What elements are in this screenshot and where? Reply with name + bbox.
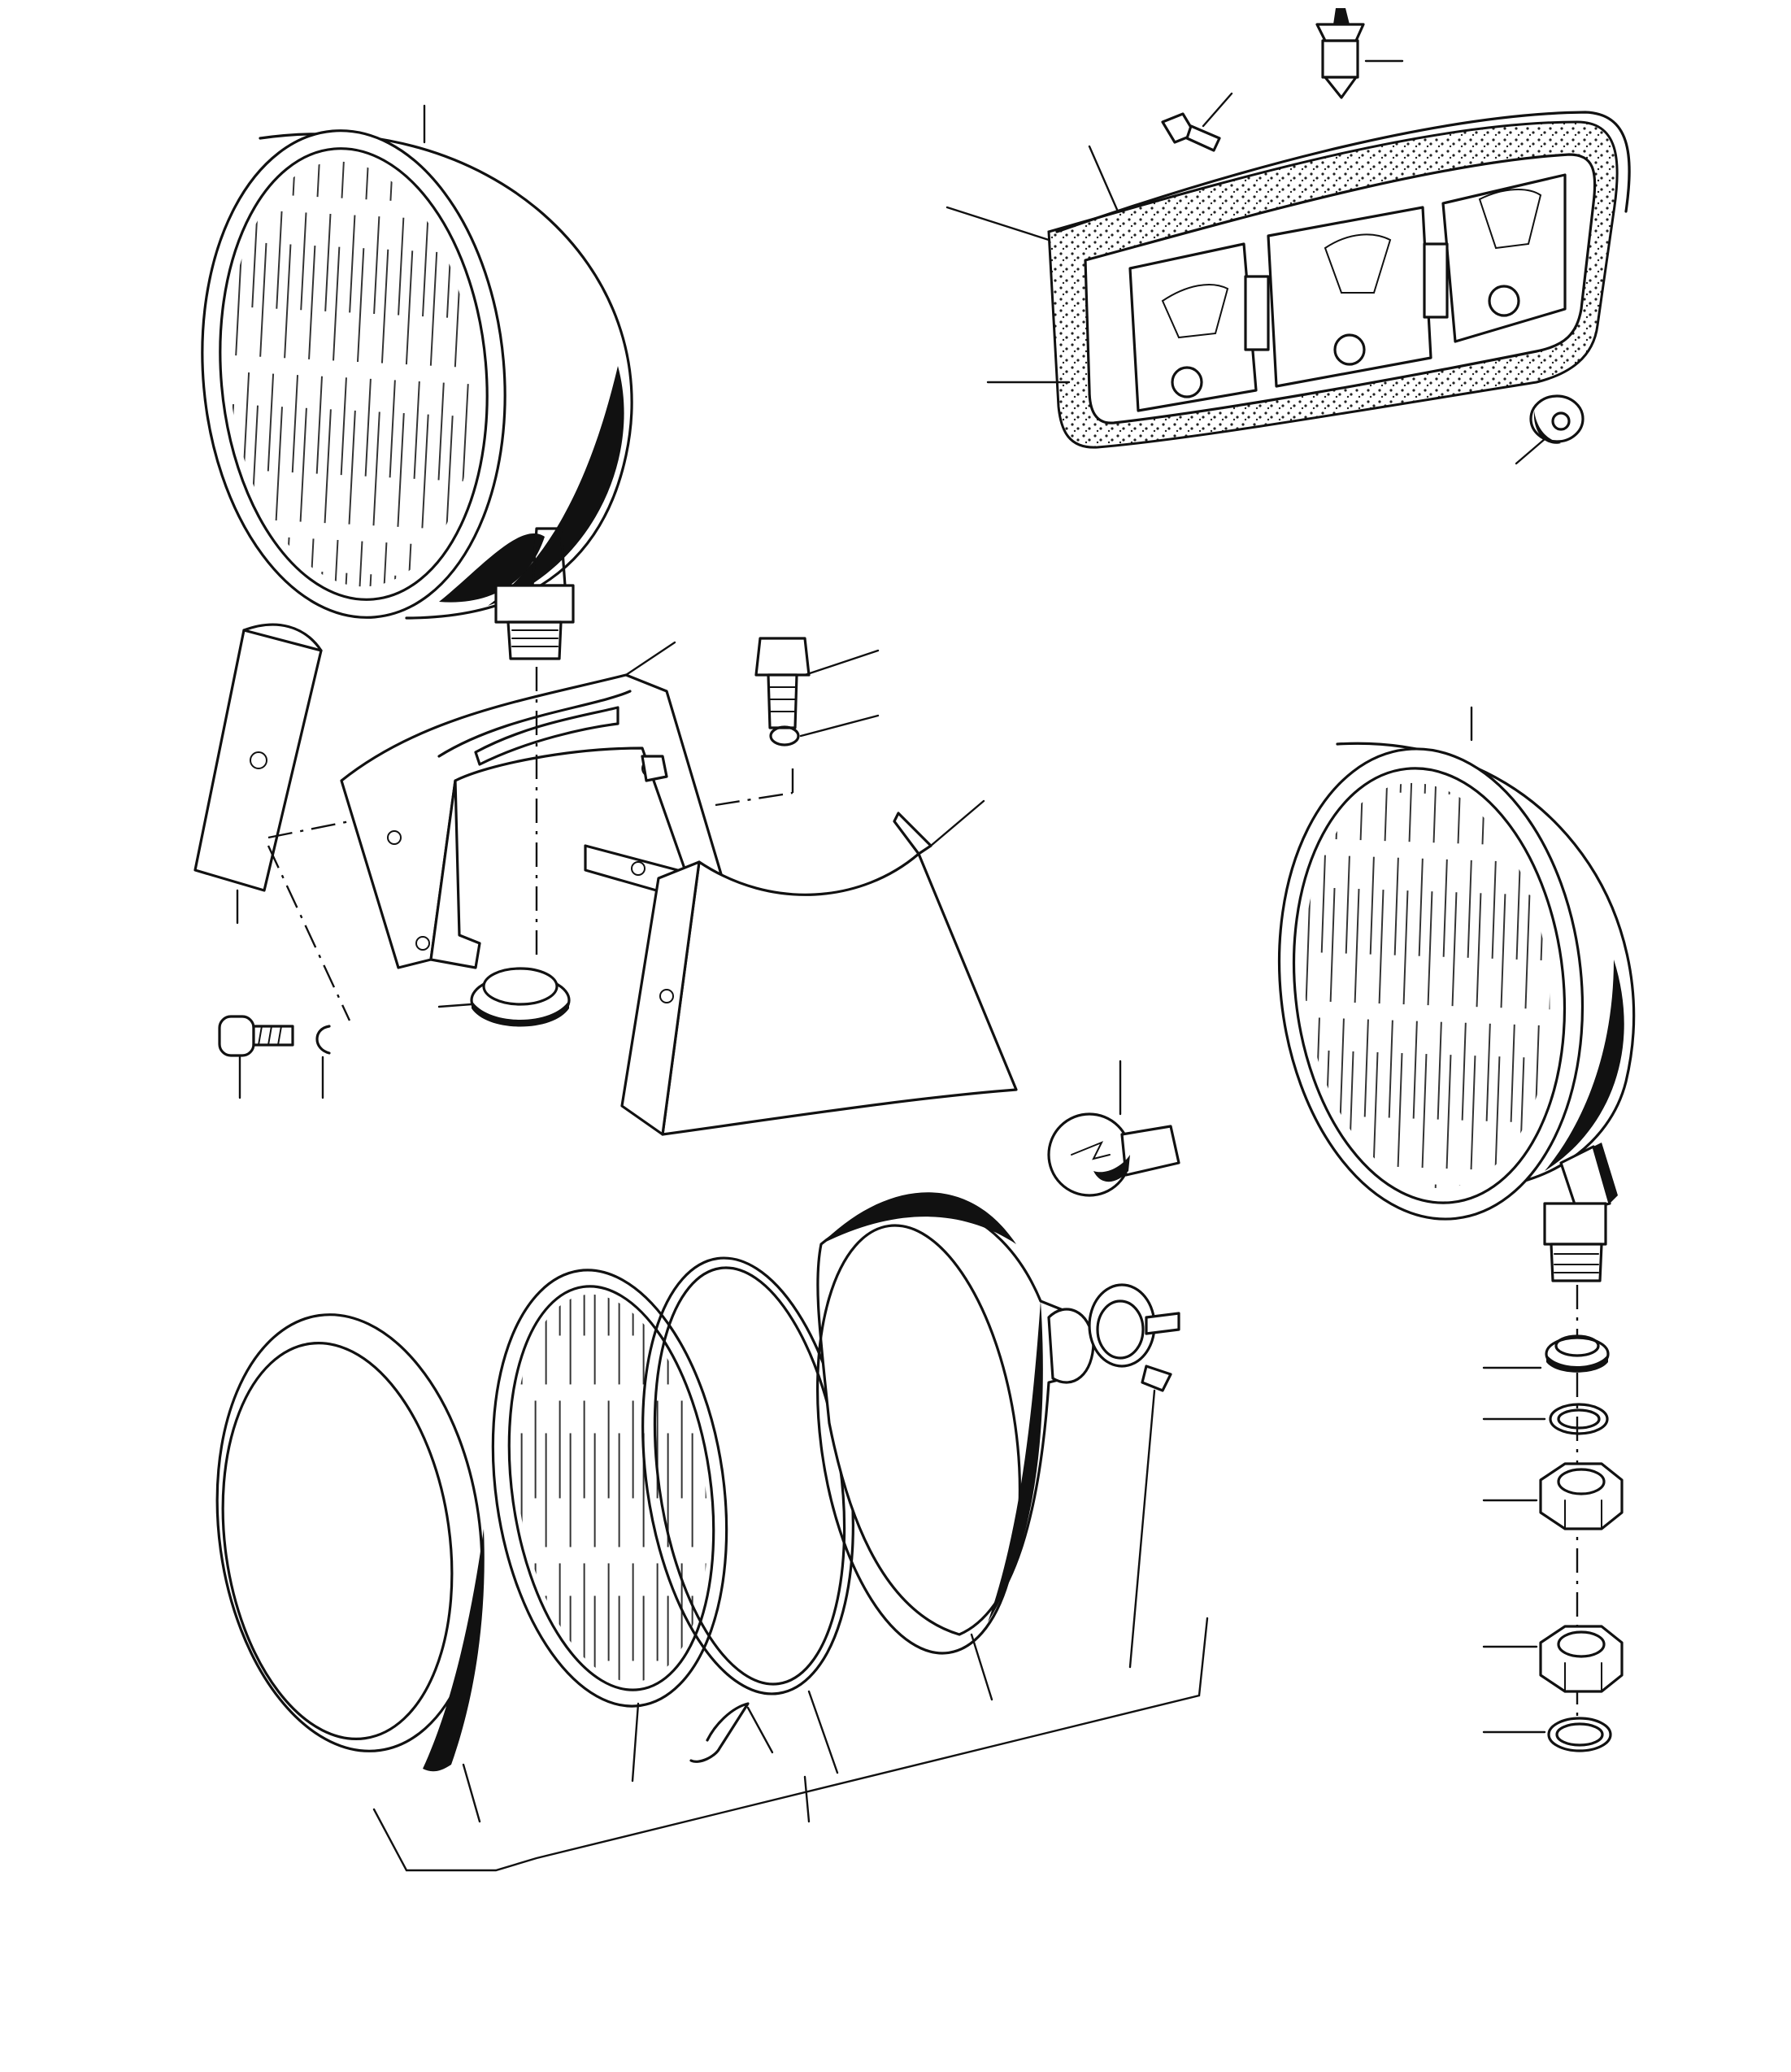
rectangular-rear-lamp bbox=[1047, 111, 1631, 449]
small-washer bbox=[315, 1025, 331, 1055]
mounting-plate bbox=[193, 623, 323, 892]
lamp-bezel-rim bbox=[215, 1313, 485, 1772]
leader-line bbox=[462, 1763, 481, 1823]
axis-line bbox=[267, 820, 350, 839]
leader-line bbox=[803, 1775, 811, 1823]
leader-line bbox=[807, 1690, 839, 1774]
flat-washer bbox=[1547, 1717, 1612, 1752]
lamp-cover-shield bbox=[620, 812, 1018, 1136]
reflector bbox=[815, 1192, 1095, 1655]
bracket-nut bbox=[641, 755, 668, 782]
leader-line bbox=[970, 1633, 993, 1701]
retaining-clip bbox=[689, 1702, 750, 1763]
leader-line bbox=[1128, 1389, 1156, 1669]
leader-line bbox=[631, 1702, 640, 1783]
stem-washer bbox=[1545, 1334, 1610, 1373]
rear-lamp-screw bbox=[1161, 112, 1221, 152]
bulb-holder bbox=[1088, 1283, 1180, 1392]
leader-line bbox=[746, 1706, 774, 1754]
lock-washer bbox=[1549, 1403, 1609, 1435]
bayonet-bulb bbox=[1047, 1112, 1180, 1197]
leader-line bbox=[1515, 437, 1546, 465]
leader-line bbox=[799, 714, 880, 738]
spot-lamp-housing bbox=[201, 129, 633, 660]
rubber-grommet bbox=[470, 967, 571, 1027]
axis-line bbox=[715, 791, 793, 807]
leader-line bbox=[1202, 92, 1233, 128]
leader-line bbox=[929, 799, 985, 847]
second-spot-lamp bbox=[1277, 742, 1636, 1282]
leader-line bbox=[945, 206, 1050, 242]
leader-line bbox=[1088, 145, 1119, 213]
small-bolt bbox=[218, 1015, 294, 1057]
assembly-bracket bbox=[372, 1617, 1209, 1872]
hex-nut bbox=[1539, 1462, 1624, 1693]
bracket-bolt bbox=[754, 637, 811, 729]
lamp-lens bbox=[491, 1269, 728, 1708]
axis-line bbox=[267, 845, 351, 1021]
leader-line bbox=[437, 1003, 473, 1008]
spring-washer bbox=[769, 725, 800, 747]
leader-line bbox=[803, 649, 880, 677]
rear-lamp-grommet bbox=[1529, 394, 1585, 444]
festoon-bulb bbox=[1315, 8, 1365, 99]
leader-line bbox=[624, 641, 676, 677]
